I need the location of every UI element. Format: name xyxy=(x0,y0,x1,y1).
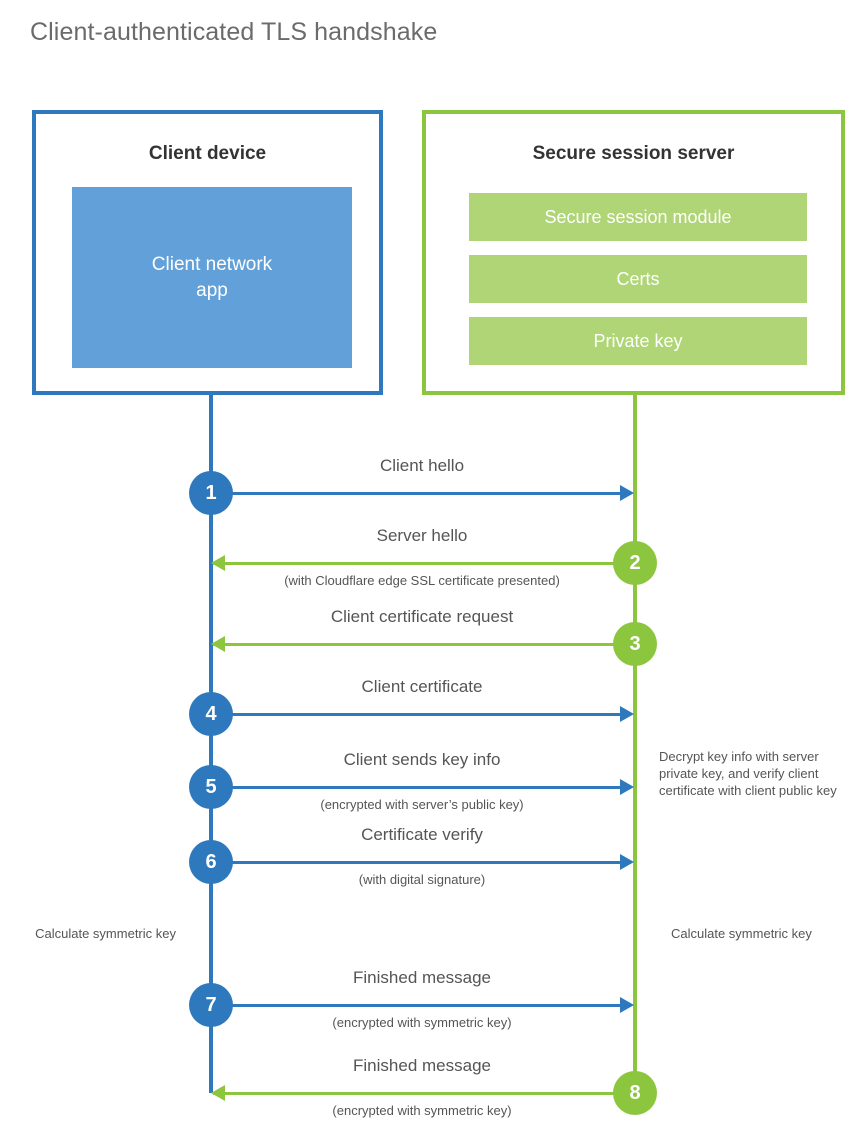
secure-session-server-box: Secure session server Secure session mod… xyxy=(422,110,845,395)
note-decrypt-key-info: Decrypt key info with server private key… xyxy=(659,749,837,798)
client-device-box: Client device Client network app xyxy=(32,110,383,395)
step-marker-7: 7 xyxy=(189,983,233,1027)
step-marker-3: 3 xyxy=(613,622,657,666)
note-calculate-symmetric-key-client: Calculate symmetric key xyxy=(35,926,176,941)
step-marker-4: 4 xyxy=(189,692,233,736)
message-line-5 xyxy=(211,786,631,789)
message-sublabel-5: (encrypted with server’s public key) xyxy=(320,797,524,812)
secure-session-server-title: Secure session server xyxy=(532,143,735,164)
step-marker-2: 2 xyxy=(613,541,657,585)
client-network-app-label-line2: app xyxy=(196,279,228,301)
message-label-6: Certificate verify xyxy=(361,825,483,844)
step-marker-5: 5 xyxy=(189,765,233,809)
server-component-certs: Certs xyxy=(469,255,807,303)
arrowhead-right-icon xyxy=(620,854,634,870)
message-label-7: Finished message xyxy=(353,968,491,987)
message-label-1: Client hello xyxy=(379,456,465,475)
client-network-app-label: Client network app xyxy=(152,252,272,304)
client-network-app-box: Client network app xyxy=(72,187,352,368)
server-component-secure-session-module: Secure session module xyxy=(469,193,807,241)
message-sublabel-8: (encrypted with symmetric key) xyxy=(332,1103,512,1118)
arrowhead-left-icon xyxy=(211,636,225,652)
message-sublabel-6: (with digital signature) xyxy=(358,872,486,887)
message-label-2: Server hello xyxy=(376,526,468,545)
step-marker-8: 8 xyxy=(613,1071,657,1115)
message-sublabel-7: (encrypted with symmetric key) xyxy=(332,1015,512,1030)
message-label-3: Client certificate request xyxy=(330,607,514,626)
server-component-private-key: Private key xyxy=(469,317,807,365)
message-label-4: Client certificate xyxy=(361,677,483,696)
message-line-6 xyxy=(211,861,631,864)
client-network-app-label-line1: Client network xyxy=(151,253,273,275)
message-line-2 xyxy=(213,562,633,565)
step-marker-1: 1 xyxy=(189,471,233,515)
arrowhead-right-icon xyxy=(620,485,634,501)
message-line-7 xyxy=(211,1004,631,1007)
message-label-8: Finished message xyxy=(353,1056,491,1075)
message-label-5: Client sends key info xyxy=(343,750,501,769)
message-line-3 xyxy=(213,643,633,646)
page-title: Client-authenticated TLS handshake xyxy=(30,18,438,46)
message-sublabel-2: (with Cloudflare edge SSL certificate pr… xyxy=(284,573,560,588)
note-calculate-symmetric-key-server: Calculate symmetric key xyxy=(671,926,812,941)
client-lifeline xyxy=(209,394,213,1093)
arrowhead-left-icon xyxy=(211,555,225,571)
message-line-1 xyxy=(211,492,631,495)
arrowhead-right-icon xyxy=(620,997,634,1013)
message-line-8 xyxy=(213,1092,633,1095)
step-marker-6: 6 xyxy=(189,840,233,884)
arrowhead-left-icon xyxy=(211,1085,225,1101)
server-lifeline xyxy=(633,394,637,1093)
message-line-4 xyxy=(211,713,631,716)
arrowhead-right-icon xyxy=(620,706,634,722)
arrowhead-right-icon xyxy=(620,779,634,795)
client-device-title: Client device xyxy=(148,143,267,164)
